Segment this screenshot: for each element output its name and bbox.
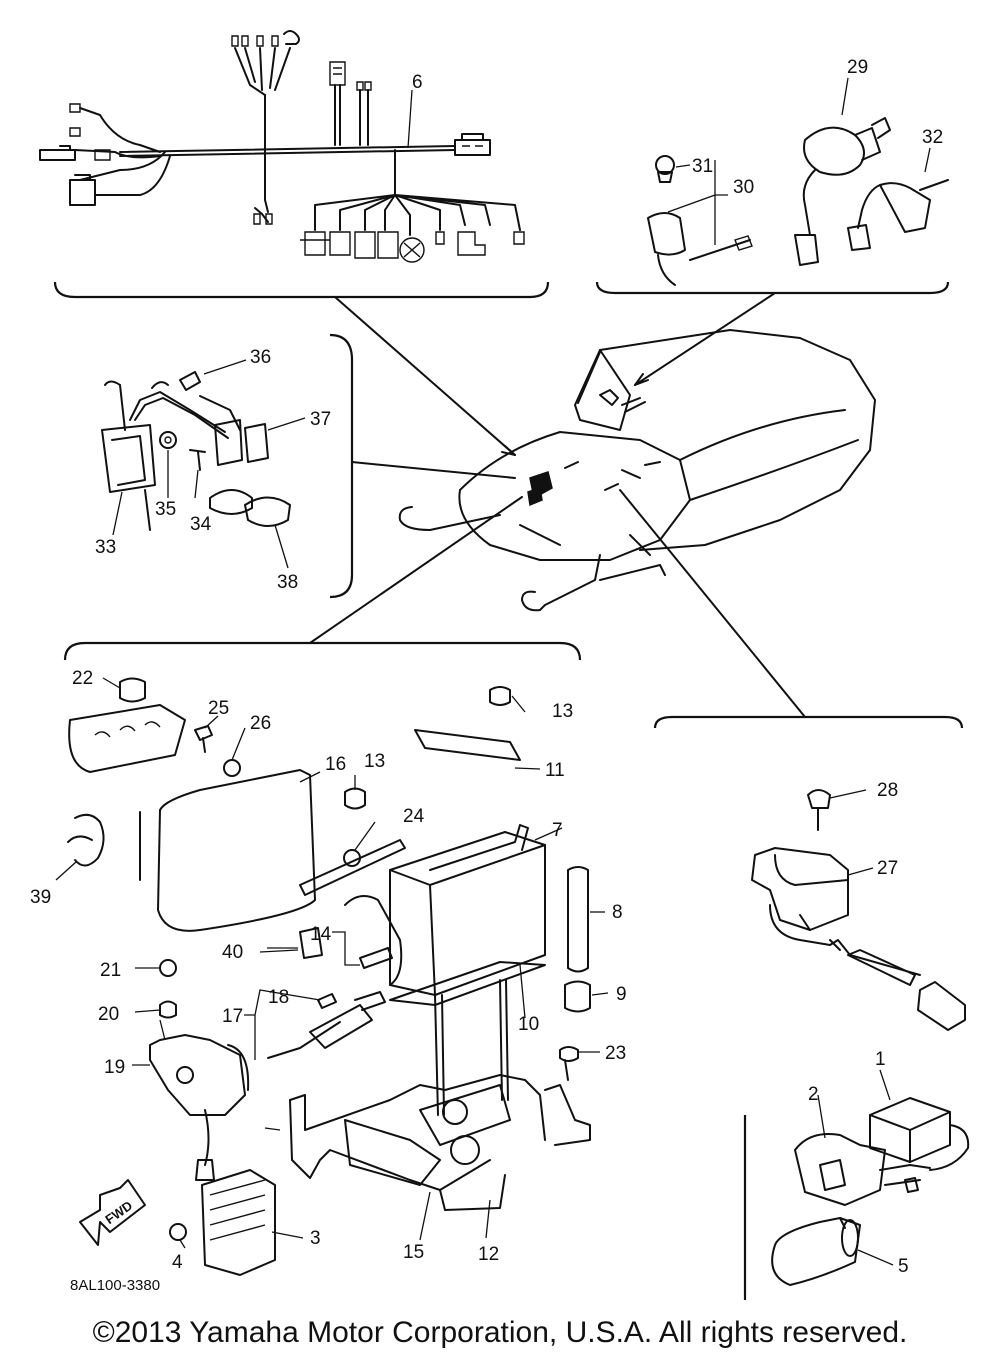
callout-leaders	[55, 77, 931, 1266]
callout-36: 36	[250, 347, 271, 368]
callout-26: 26	[250, 713, 271, 734]
leader-lines	[309, 292, 806, 718]
callout-33: 33	[95, 537, 116, 558]
callout-14: 14	[310, 924, 332, 945]
callout-17: 17	[222, 1006, 243, 1027]
callout-1: 1	[875, 1049, 886, 1070]
callout-6: 6	[412, 72, 423, 93]
callout-18: 18	[268, 987, 289, 1008]
fwd-arrow-label: FWD	[102, 1198, 135, 1227]
relay-parts	[751, 789, 966, 1031]
callout-40: 40	[222, 942, 243, 963]
callout-15: 15	[403, 1242, 424, 1263]
callout-23: 23	[605, 1043, 626, 1064]
callout-24: 24	[403, 806, 425, 827]
callout-labels: 1 2 3 4 5 6 7 8 9 10 11 12 13 13 14 15 1…	[30, 57, 943, 1294]
callout-32: 32	[922, 127, 943, 148]
fuse-parts	[771, 1097, 970, 1286]
callout-3: 3	[310, 1228, 321, 1249]
callout-25: 25	[208, 698, 229, 719]
parts-diagram: 1 2 3 4 5 6 7 8 9 10 11 12 13 13 14 15 1…	[30, 30, 970, 1300]
callout-8: 8	[612, 902, 623, 923]
callout-20: 20	[98, 1004, 119, 1025]
copyright-notice: ©2013 Yamaha Motor Corporation, U.S.A. A…	[92, 1316, 908, 1349]
callout-9: 9	[616, 984, 627, 1005]
wire-harness	[39, 30, 525, 263]
frame-electrical-box	[63, 641, 582, 661]
callout-27: 27	[877, 858, 898, 879]
callout-12: 12	[478, 1244, 499, 1265]
callout-2: 2	[808, 1084, 819, 1105]
switch-parts	[647, 117, 949, 286]
callout-22: 22	[72, 668, 93, 689]
callout-35: 35	[155, 499, 176, 520]
drawing-code: 8AL100-3380	[70, 1277, 160, 1294]
callout-10: 10	[518, 1014, 539, 1035]
callout-7: 7	[552, 820, 563, 841]
callout-37: 37	[310, 409, 331, 430]
callout-11: 11	[545, 760, 565, 781]
callout-13-mid: 13	[364, 751, 385, 772]
electrical-box-parts	[67, 677, 591, 1276]
callout-39: 39	[30, 887, 51, 908]
callout-29: 29	[847, 57, 868, 78]
callout-28: 28	[877, 780, 898, 801]
callout-38: 38	[277, 572, 298, 593]
callout-16: 16	[325, 754, 346, 775]
frame-ignition-coil	[329, 333, 354, 599]
snowmobile-illustration	[398, 329, 876, 612]
callout-34: 34	[190, 514, 212, 535]
callout-31: 31	[692, 156, 713, 177]
frame-relay-group	[653, 715, 964, 729]
frame-wire-harness	[53, 281, 550, 299]
frame-switches	[595, 281, 950, 295]
ignition-coil-parts	[101, 371, 291, 531]
group-frames	[53, 281, 964, 1300]
callout-13-top: 13	[552, 701, 573, 722]
callout-4: 4	[172, 1252, 183, 1273]
callout-30: 30	[733, 177, 754, 198]
callout-19: 19	[104, 1057, 125, 1078]
callout-21: 21	[100, 960, 121, 981]
callout-5: 5	[898, 1256, 909, 1277]
